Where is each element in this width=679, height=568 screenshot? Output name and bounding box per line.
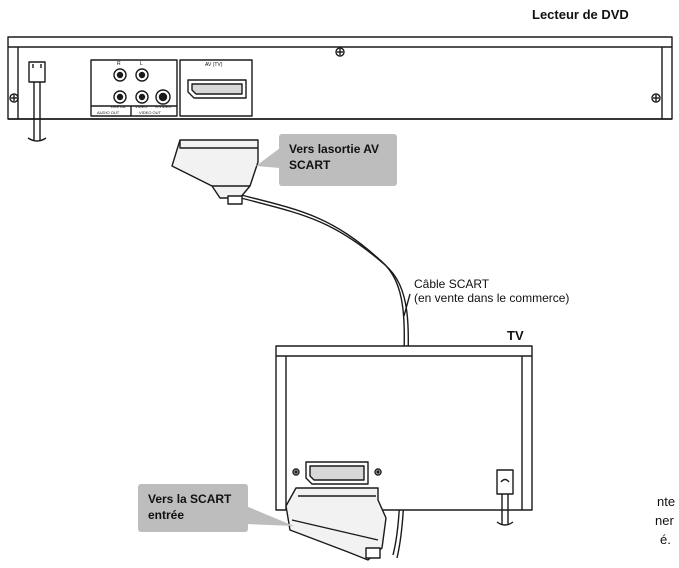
tv-title: TV <box>507 328 524 343</box>
rca-jack-icon <box>135 90 149 104</box>
scart-plug-icon <box>171 139 259 205</box>
label-audio-out: AUDIO OUT <box>97 110 120 115</box>
partial-text-line-1: nte <box>657 494 676 509</box>
callout-pointer <box>246 506 294 526</box>
screw-icon <box>9 93 19 103</box>
scart-plug-icon <box>285 487 387 561</box>
label-digital: DIGITAL <box>111 104 127 109</box>
label-video: VIDEO <box>135 104 148 109</box>
power-cord-icon <box>496 469 514 526</box>
cable-label: Câble SCART <box>414 277 490 291</box>
screw-icon <box>374 468 382 476</box>
dvd-player-body <box>7 36 673 142</box>
scart-socket-icon <box>187 79 247 99</box>
label-av-tv: AV (TV) <box>205 62 223 68</box>
label-s-video: S-VIDEO <box>155 104 172 109</box>
rca-jack-icon <box>113 90 127 104</box>
dvd-player-title: Lecteur de DVD <box>532 7 629 22</box>
label-audio-r: R <box>117 61 121 67</box>
cable-leader-line <box>403 293 411 317</box>
callout-dvd-scart-output: Vers lasortie AV SCART <box>279 134 397 186</box>
partial-text-line-3: é. <box>660 532 671 547</box>
cable-note: (en vente dans le commerce) <box>414 291 570 305</box>
callout-pointer <box>256 148 280 168</box>
rca-jack-icon <box>113 68 127 82</box>
tv-body <box>275 345 533 526</box>
callout-tv-scart-input: Vers la SCART entrée <box>138 484 248 532</box>
rca-jack-icon <box>135 68 149 82</box>
label-video-out: VIDEO OUT <box>139 110 162 115</box>
label-audio-l: L <box>140 61 143 67</box>
screw-icon <box>651 93 661 103</box>
partial-text-line-2: ner <box>655 513 674 528</box>
screw-icon <box>292 468 300 476</box>
scart-socket-icon <box>305 461 369 485</box>
s-video-jack-icon <box>155 89 171 105</box>
screw-icon <box>335 47 345 57</box>
power-cord-icon <box>27 61 47 142</box>
